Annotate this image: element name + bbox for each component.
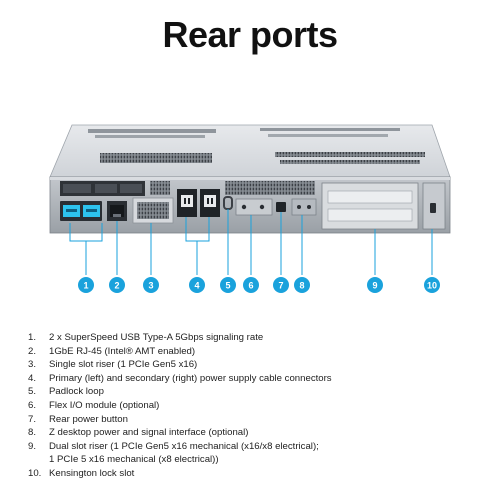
server-rear-illustration: 1 2 3 4 5 6 7 8 9 10 bbox=[49, 124, 451, 293]
rear-ports-list: 1. 2 x SuperSpeed USB Type-A 5Gbps signal… bbox=[28, 331, 478, 481]
kensington-lock-slot bbox=[422, 182, 446, 230]
svg-text:3: 3 bbox=[148, 281, 153, 291]
list-item: 8. Z desktop power and signal interface (… bbox=[28, 426, 478, 440]
chassis-top bbox=[49, 124, 451, 178]
list-item-text: Primary (left) and secondary (right) pow… bbox=[49, 372, 332, 384]
rj45-port bbox=[107, 201, 127, 221]
list-item: 6. Flex I/O module (optional) bbox=[28, 399, 478, 413]
list-item-text: Z desktop power and signal interface (op… bbox=[49, 427, 249, 439]
list-item-text: 1GbE RJ-45 (Intel® AMT enabled) bbox=[49, 345, 196, 357]
svg-text:7: 7 bbox=[278, 281, 283, 291]
list-item-number: 10. bbox=[28, 467, 42, 479]
svg-text:9: 9 bbox=[372, 281, 377, 291]
callout-1: 1 bbox=[78, 277, 94, 293]
list-item-number: 7. bbox=[28, 413, 37, 425]
list-item-text: Rear power button bbox=[49, 413, 128, 425]
svg-text:2: 2 bbox=[114, 281, 119, 291]
svg-text:6: 6 bbox=[248, 281, 253, 291]
svg-text:4: 4 bbox=[194, 281, 199, 291]
callout-3: 3 bbox=[143, 277, 159, 293]
callout-4: 4 bbox=[189, 277, 205, 293]
callout-8: 8 bbox=[294, 277, 310, 293]
callout-2: 2 bbox=[109, 277, 125, 293]
list-item-text: Kensington lock slot bbox=[49, 467, 135, 479]
power-supply-connectors bbox=[177, 189, 220, 217]
svg-text:1: 1 bbox=[83, 281, 88, 291]
dual-slot-riser bbox=[321, 182, 419, 230]
list-item-text: Dual slot riser (1 PCIe Gen5 x16 mechani… bbox=[49, 440, 319, 466]
rear-power-button bbox=[276, 202, 286, 212]
callout-9: 9 bbox=[367, 277, 383, 293]
usb-ports bbox=[60, 201, 102, 221]
list-item-text: Single slot riser (1 PCIe Gen5 x16) bbox=[49, 359, 198, 371]
svg-text:5: 5 bbox=[225, 281, 230, 291]
callout-7: 7 bbox=[273, 277, 289, 293]
callout-leader-lines bbox=[69, 209, 433, 275]
single-slot-riser bbox=[132, 197, 174, 224]
list-item-number: 3. bbox=[28, 359, 37, 371]
list-item: 9. Dual slot riser (1 PCIe Gen5 x16 mecha… bbox=[28, 440, 478, 467]
flex-io-module bbox=[235, 198, 273, 216]
callout-5: 5 bbox=[220, 277, 236, 293]
list-item-text: Flex I/O module (optional) bbox=[49, 399, 160, 411]
list-item-number: 1. bbox=[28, 332, 37, 343]
list-item-text: 2 x SuperSpeed USB Type-A 5Gbps signalin… bbox=[49, 332, 264, 343]
list-item: 4. Primary (left) and secondary (right) p… bbox=[28, 372, 478, 386]
callout-10: 10 bbox=[424, 277, 440, 293]
svg-text:8: 8 bbox=[299, 281, 304, 291]
list-item: 7. Rear power button bbox=[28, 413, 478, 427]
list-item-number: 2. bbox=[28, 345, 37, 357]
list-item: 2. 1GbE RJ-45 (Intel® AMT enabled) bbox=[28, 345, 478, 359]
svg-text:10: 10 bbox=[427, 281, 437, 291]
list-item-number: 6. bbox=[28, 399, 37, 411]
list-item-number: 9. bbox=[28, 440, 37, 452]
list-item-number: 4. bbox=[28, 372, 37, 384]
list-item: 1. 2 x SuperSpeed USB Type-A 5Gbps signal… bbox=[28, 331, 478, 345]
callout-6: 6 bbox=[243, 277, 259, 293]
list-item-number: 8. bbox=[28, 427, 37, 439]
z-desktop-interface bbox=[291, 198, 317, 216]
page-title: Rear ports bbox=[162, 14, 338, 55]
list-item-number: 5. bbox=[28, 386, 37, 398]
list-item: 5. Padlock loop bbox=[28, 385, 478, 399]
list-item-text: Padlock loop bbox=[49, 386, 104, 398]
list-item: 10. Kensington lock slot bbox=[28, 467, 478, 481]
list-item: 3. Single slot riser (1 PCIe Gen5 x16) bbox=[28, 358, 478, 372]
